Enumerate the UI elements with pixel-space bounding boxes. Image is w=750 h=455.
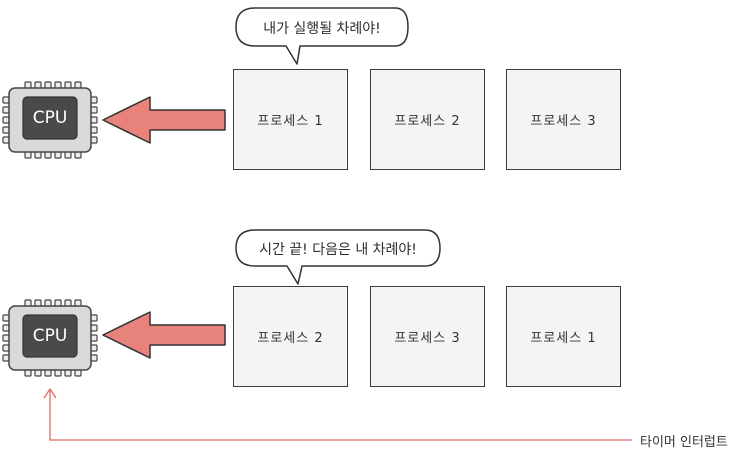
timer-interrupt-arrowhead bbox=[43, 388, 57, 399]
process-box: 프로세스 2 bbox=[233, 286, 348, 387]
cpu-label-1: CPU bbox=[32, 108, 68, 128]
cpu-label-2: CPU bbox=[32, 326, 68, 346]
process-box: 프로세스 3 bbox=[506, 69, 621, 170]
process-box: 프로세스 2 bbox=[370, 69, 485, 170]
cpu-chip-1 bbox=[2, 81, 98, 159]
timer-interrupt-line bbox=[49, 390, 632, 441]
speech-bubble-1 bbox=[235, 7, 409, 65]
arrow-to-cpu-1 bbox=[102, 96, 226, 144]
process-box: 프로세스 1 bbox=[233, 69, 348, 170]
arrow-to-cpu-2 bbox=[102, 311, 226, 359]
timer-interrupt-label: 타이머 인터럽트 bbox=[640, 435, 728, 450]
process-box: 프로세스 3 bbox=[370, 286, 485, 387]
process-box: 프로세스 1 bbox=[506, 286, 621, 387]
speech-bubble-text-1: 내가 실행될 차례야! bbox=[263, 21, 381, 37]
cpu-chip-2 bbox=[2, 299, 98, 377]
speech-bubble-text-2: 시간 끝! 다음은 내 차례야! bbox=[259, 242, 417, 258]
speech-bubble-2 bbox=[235, 229, 441, 285]
